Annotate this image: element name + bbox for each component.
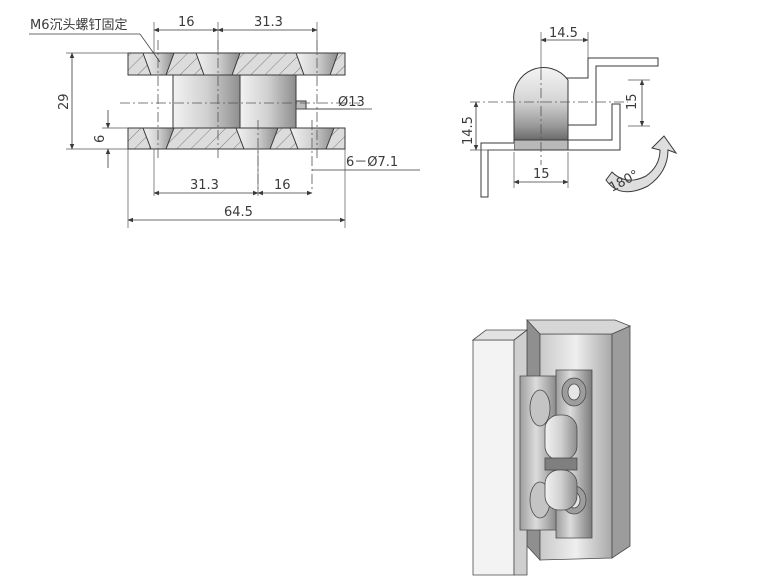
side-dim-right: 15 bbox=[625, 93, 640, 110]
upper-leaf bbox=[563, 57, 659, 126]
front-view bbox=[29, 22, 420, 228]
hinge-3d-render bbox=[471, 318, 632, 576]
rotation-arrow-icon bbox=[605, 135, 678, 193]
dim-plate-thickness: 6 bbox=[93, 135, 108, 143]
knuckle-side bbox=[513, 67, 569, 141]
dim-hole-count: 6－Ø7.1 bbox=[346, 155, 398, 170]
dim-bottom-left: 31.3 bbox=[190, 178, 219, 193]
dim-total-width: 64.5 bbox=[224, 205, 253, 220]
countersink-hole bbox=[142, 52, 175, 76]
side-dim-top: 14.5 bbox=[549, 26, 578, 41]
countersink-hole bbox=[142, 127, 175, 150]
dim-bottom-right: 16 bbox=[274, 178, 291, 193]
knuckle-left bbox=[172, 74, 242, 129]
pin-end bbox=[295, 100, 307, 110]
dim-pin-diameter: Ø13 bbox=[338, 95, 365, 110]
knuckle-right bbox=[239, 74, 297, 129]
dim-top-right: 31.3 bbox=[254, 15, 283, 30]
dim-height: 29 bbox=[57, 93, 72, 110]
side-view bbox=[470, 32, 678, 198]
countersink-hole bbox=[235, 127, 279, 150]
side-dim-bottom: 15 bbox=[533, 167, 550, 182]
lower-leaf bbox=[567, 103, 621, 151]
fixing-note: M6沉头螺钉固定 bbox=[30, 18, 128, 33]
dim-top-left: 16 bbox=[178, 15, 195, 30]
side-dim-left: 14.5 bbox=[461, 116, 476, 145]
